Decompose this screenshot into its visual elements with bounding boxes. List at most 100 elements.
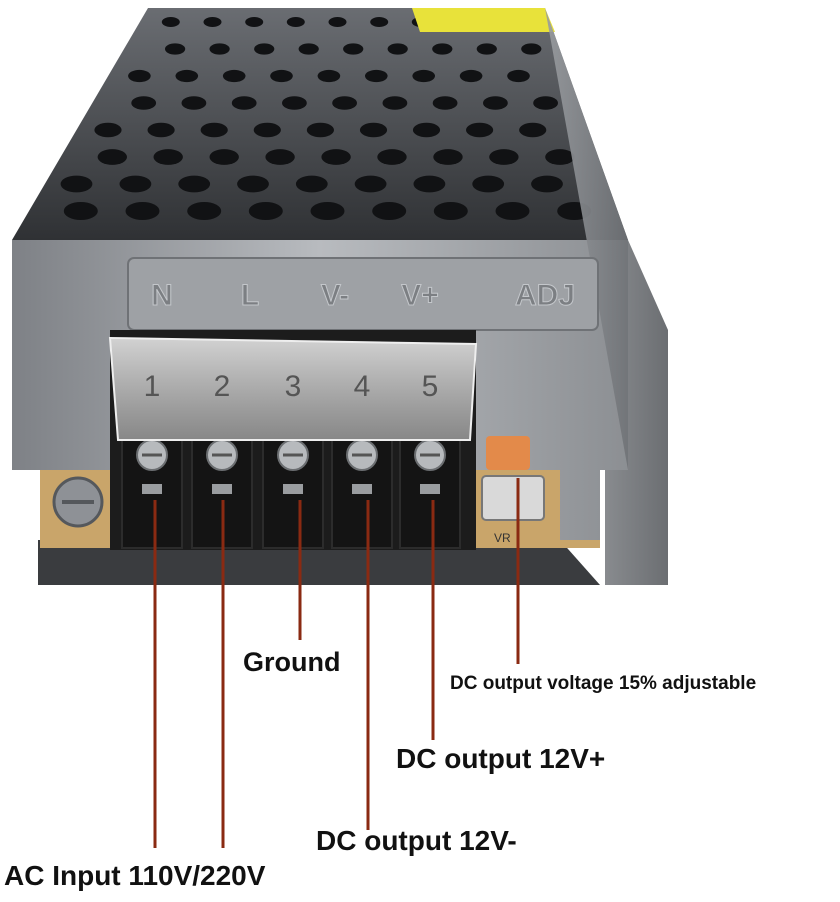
- ground-callout: Ground: [243, 647, 341, 677]
- terminal-screws: [121, 439, 461, 549]
- vent-hole: [209, 43, 230, 55]
- vent-hole: [237, 175, 269, 193]
- dc-positive-callout: DC output 12V+: [396, 743, 606, 774]
- vent-hole: [153, 149, 183, 165]
- pot-housing: [481, 475, 545, 521]
- terminal-screw: [262, 439, 324, 549]
- vent-hole: [433, 202, 468, 220]
- vent-hole: [531, 175, 563, 193]
- vent-hole: [372, 202, 407, 220]
- casing-marking: L: [241, 279, 259, 312]
- vent-hole: [286, 17, 305, 27]
- vent-hole: [519, 122, 547, 138]
- vent-hole: [533, 96, 558, 110]
- vent-hole: [147, 122, 175, 138]
- vent-hole: [507, 69, 530, 83]
- vent-hole: [521, 43, 542, 55]
- leader-lines: [153, 478, 520, 848]
- vent-hole: [432, 43, 453, 55]
- vent-hole: [298, 43, 319, 55]
- terminal-screw: [331, 439, 393, 549]
- vent-hole: [412, 69, 436, 83]
- vent-hole: [131, 96, 157, 110]
- vent-holes: [60, 17, 592, 220]
- casing-marking: ADJ: [515, 279, 575, 312]
- terminal-screw: [191, 439, 253, 549]
- vent-hole: [253, 122, 281, 138]
- vent-hole: [63, 202, 98, 220]
- pot-marking: VR: [494, 531, 511, 545]
- vent-hole: [476, 43, 497, 55]
- vent-hole: [200, 122, 228, 138]
- vent-hole: [125, 202, 160, 220]
- vent-hole: [332, 96, 357, 110]
- vent-hole: [382, 96, 408, 110]
- vent-hole: [433, 149, 463, 165]
- vent-hole: [161, 17, 180, 27]
- terminal-number: 4: [354, 370, 371, 403]
- vent-hole: [459, 69, 483, 83]
- terminal-screw: [399, 439, 461, 549]
- base-plate: [38, 540, 600, 585]
- vent-hole: [466, 122, 494, 138]
- ac-input-callout: AC Input 110V/220V: [4, 860, 266, 891]
- vent-hole: [359, 122, 388, 138]
- vent-hole: [343, 43, 364, 55]
- vent-hole: [377, 149, 407, 165]
- vent-hole: [495, 202, 530, 220]
- vent-hole: [270, 69, 293, 83]
- vent-hole: [370, 17, 389, 27]
- casing-marking: V+: [401, 279, 439, 312]
- vent-hole: [545, 149, 575, 165]
- vent-hole: [265, 149, 295, 165]
- vent-hole: [254, 43, 275, 55]
- vent-hole: [222, 69, 246, 83]
- vent-hole: [97, 149, 128, 165]
- vent-hole: [203, 17, 222, 27]
- vent-hole: [295, 175, 328, 193]
- vent-hole: [128, 69, 151, 83]
- vent-hole: [94, 122, 122, 138]
- voltage-adjust-pot: [486, 436, 530, 470]
- casing-marking: V-: [321, 279, 349, 312]
- terminal-number: 1: [144, 370, 161, 403]
- dc-negative-callout: DC output 12V-: [316, 825, 517, 856]
- vent-hole: [282, 96, 307, 110]
- vent-hole: [489, 149, 519, 165]
- vent-hole: [472, 175, 505, 193]
- vent-hole: [187, 202, 222, 220]
- voltage-adjust-callout: DC output voltage 15% adjustable: [450, 673, 757, 694]
- terminal-number: 5: [422, 370, 439, 403]
- terminal-numbers: 1 2 3 4 5: [144, 370, 439, 403]
- vent-hole: [231, 96, 257, 110]
- vent-hole: [432, 96, 458, 110]
- vent-hole: [165, 43, 186, 55]
- terminal-screw: [121, 439, 183, 549]
- vent-hole: [321, 149, 351, 165]
- vent-hole: [387, 43, 408, 55]
- terminal-number: 2: [214, 370, 231, 403]
- terminal-cover: [108, 336, 478, 441]
- vent-hole: [119, 175, 152, 193]
- vent-hole: [328, 17, 347, 27]
- vent-hole: [178, 175, 211, 193]
- vent-hole: [248, 202, 283, 220]
- vent-hole: [60, 175, 93, 193]
- vent-hole: [175, 69, 199, 83]
- vent-hole: [181, 96, 207, 110]
- vent-hole: [310, 202, 345, 220]
- terminal-number: 3: [285, 370, 302, 403]
- vent-hole: [306, 122, 334, 138]
- vent-hole: [354, 175, 387, 193]
- vent-hole: [483, 96, 508, 110]
- vent-hole: [365, 69, 388, 83]
- vent-hole: [209, 149, 239, 165]
- vent-hole: [245, 17, 264, 27]
- casing-side: [545, 8, 668, 585]
- vent-hole: [412, 122, 441, 138]
- vent-hole: [413, 175, 446, 193]
- label-sticker: [412, 8, 555, 32]
